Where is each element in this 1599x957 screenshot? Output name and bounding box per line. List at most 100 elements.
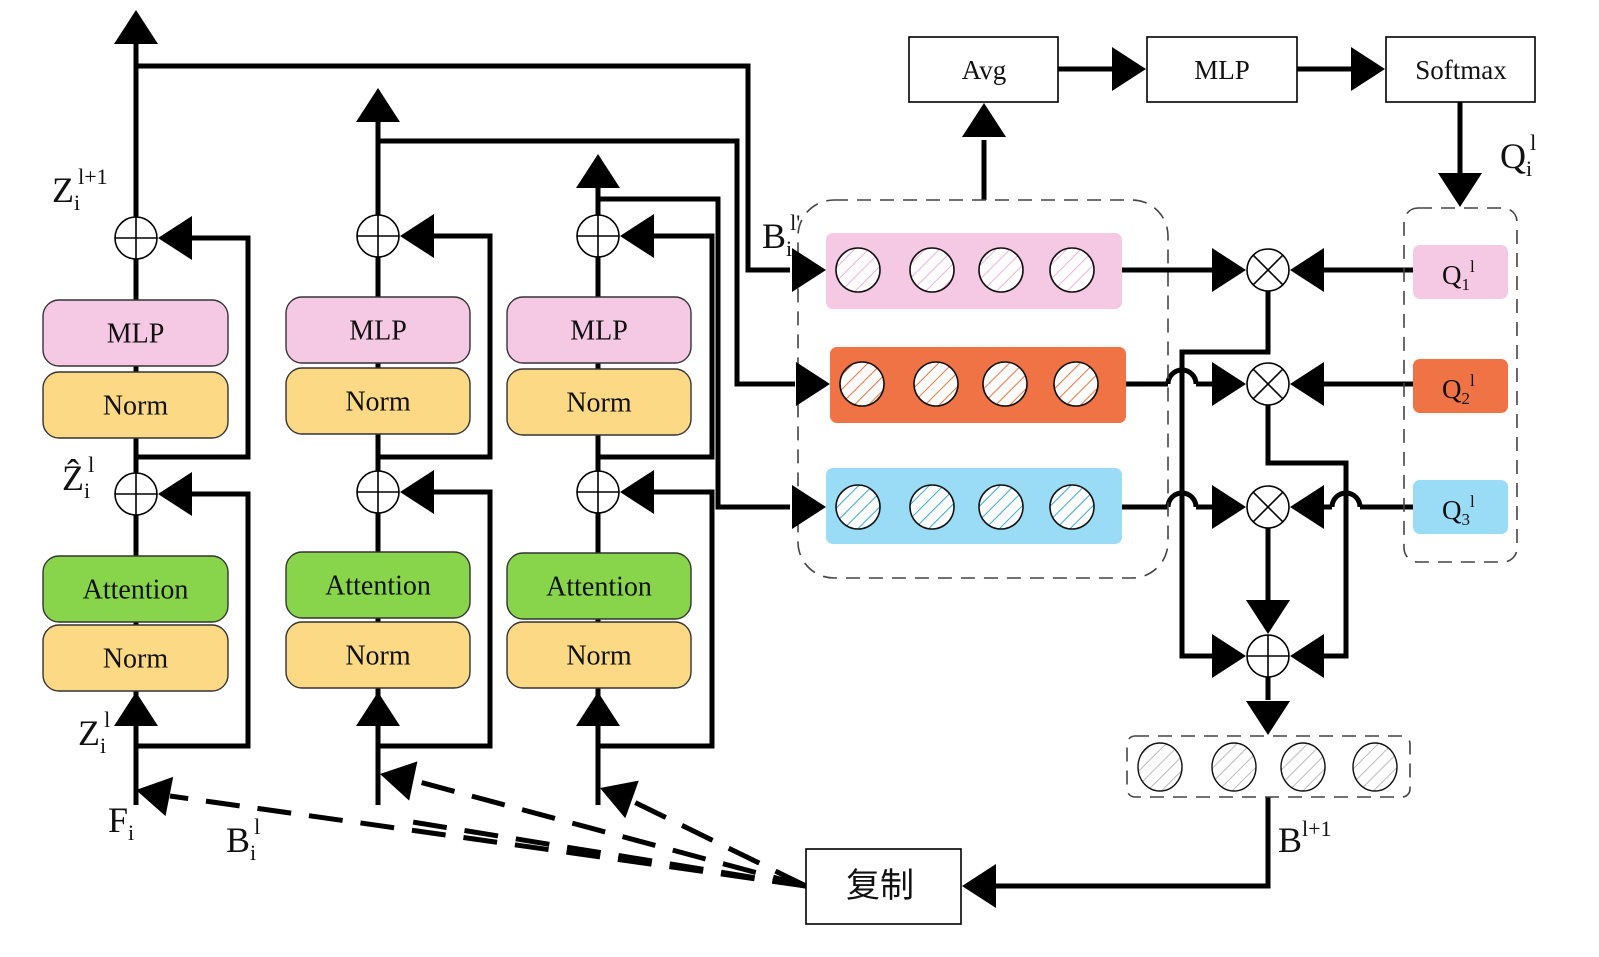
output-token-circle [1211, 742, 1257, 792]
column-2-add-bottom [356, 470, 400, 514]
column-1-to-pink-row [136, 63, 790, 273]
queries-input-arrow [1438, 173, 1482, 207]
math-labels: Zil+1 Ẑil Zil Fi Bil Bil' Qil Bl+1 [52, 130, 1536, 865]
token-circle [1049, 484, 1095, 530]
token-circle [839, 361, 885, 407]
column-2-residual-top [378, 233, 493, 460]
norm-block-bottom-label: Norm [103, 644, 169, 675]
column-2-add-top [356, 214, 400, 258]
query-3-label: Q3l [1442, 492, 1475, 529]
attention-block [506, 552, 692, 620]
column-3-residual-top [598, 233, 715, 460]
norm-block-bottom [42, 624, 229, 692]
query-2-box [1413, 359, 1508, 413]
norm-block-top [42, 371, 229, 439]
multiply-operator-1 [1246, 248, 1290, 292]
token-circle [835, 484, 881, 530]
column-1-residual-top [136, 235, 251, 460]
mul2-sum-arrow [1290, 634, 1324, 678]
mlp-block-label: MLP [107, 319, 165, 350]
residual-arrow-top [158, 216, 192, 260]
column-1-add-top [114, 216, 158, 260]
residual-arrow-top [620, 214, 654, 258]
norm-block-bottom [506, 621, 692, 689]
row-to-multiply-arrow [1212, 248, 1246, 292]
copy-label: 复制 [846, 866, 914, 906]
operators [114, 214, 1290, 678]
query-to-multiply-arrow [1290, 362, 1324, 406]
token-circle [978, 247, 1024, 293]
mul3-sum-arrow [1246, 600, 1290, 634]
query-to-multiply-arrow [1290, 248, 1324, 292]
connector-wires [133, 40, 1463, 889]
column-3-output-arrow [576, 154, 620, 188]
norm-block-bottom-label: Norm [345, 641, 411, 672]
token-circle [913, 361, 959, 407]
mul2-to-sum [1265, 405, 1349, 659]
avg-input-arrow [962, 103, 1006, 137]
input-arrow [114, 692, 158, 726]
avg-label: Avg [962, 55, 1007, 85]
copy-to-column-3 [628, 797, 808, 889]
copy-arrow-column-3 [600, 780, 639, 819]
copy-arrow-column-1 [136, 776, 174, 817]
mlp-block [42, 299, 229, 367]
copy-dash-extra [399, 817, 807, 889]
column-2-residual-bottom [378, 489, 493, 749]
query-3-box [1413, 480, 1508, 534]
row-to-multiply-arrow [1212, 485, 1246, 529]
token-rows [797, 199, 1411, 798]
softmax-box [1385, 36, 1536, 103]
softmax-input-arrow [1351, 47, 1385, 91]
column-1-residual-bottom [136, 491, 251, 749]
column-3-to-blue-row [598, 196, 790, 510]
input-arrow [356, 692, 400, 726]
norm-block-bottom-label: Norm [566, 641, 632, 672]
query-2-label: Q2l [1442, 371, 1475, 408]
attention-block [42, 555, 229, 623]
attention-block-label: Attention [546, 572, 652, 603]
query-1-label: Q1l [1442, 257, 1475, 294]
attention-block-label: Attention [325, 571, 431, 602]
column-1-add-bottom [114, 472, 158, 516]
mlp-block-label: MLP [570, 316, 628, 347]
output-token-circle [1352, 742, 1398, 792]
column-2-to-orange-row [378, 138, 795, 387]
token-circle [982, 361, 1028, 407]
blue-token-row [826, 468, 1122, 544]
final-add-operator [1246, 634, 1290, 678]
row-to-multiply-arrow [1212, 362, 1246, 406]
mlp-block [285, 296, 471, 364]
query-1-box [1413, 245, 1508, 299]
output-dashed-frame [1126, 735, 1411, 798]
mlp-input-arrow [1112, 47, 1146, 91]
residual-arrow-bottom [620, 470, 654, 514]
label-f-i: Fi [108, 800, 134, 845]
copy-to-column-2 [411, 777, 807, 889]
norm-block-top-label: Norm [103, 391, 169, 422]
token-circle [978, 484, 1024, 530]
orange-row-input-arrow [796, 362, 830, 406]
token-circle [1049, 247, 1095, 293]
token-circle [835, 247, 881, 293]
label-b-il-prime: Bil' [762, 210, 800, 261]
pipeline-mlp-label: MLP [1194, 55, 1250, 85]
pink-token-row [826, 233, 1122, 309]
arrowheads [114, 10, 1482, 908]
transformer-blocks: MLPNormAttentionNormMLPNormAttentionNorm… [42, 296, 692, 692]
residual-arrow-bottom [158, 472, 192, 516]
column-2-output-arrow [356, 88, 400, 122]
norm-block-top [506, 368, 692, 436]
output-tokens-arrow [1246, 701, 1290, 735]
mul-d2 [1252, 368, 1284, 400]
avg-box [908, 36, 1059, 103]
query-panel: Q1l Q2l Q3l [1403, 207, 1518, 563]
label-q-i: Qil [1500, 130, 1536, 181]
multiply-operator-3 [1246, 485, 1290, 529]
copy-arrow-column-2 [380, 761, 418, 801]
pink-row-input-arrow [792, 248, 826, 292]
mul-d2 [1252, 254, 1284, 286]
label-z-hat: Ẑil [62, 452, 94, 503]
label-z-next: Zil+1 [52, 164, 108, 215]
pipeline-mlp-box [1146, 36, 1298, 103]
